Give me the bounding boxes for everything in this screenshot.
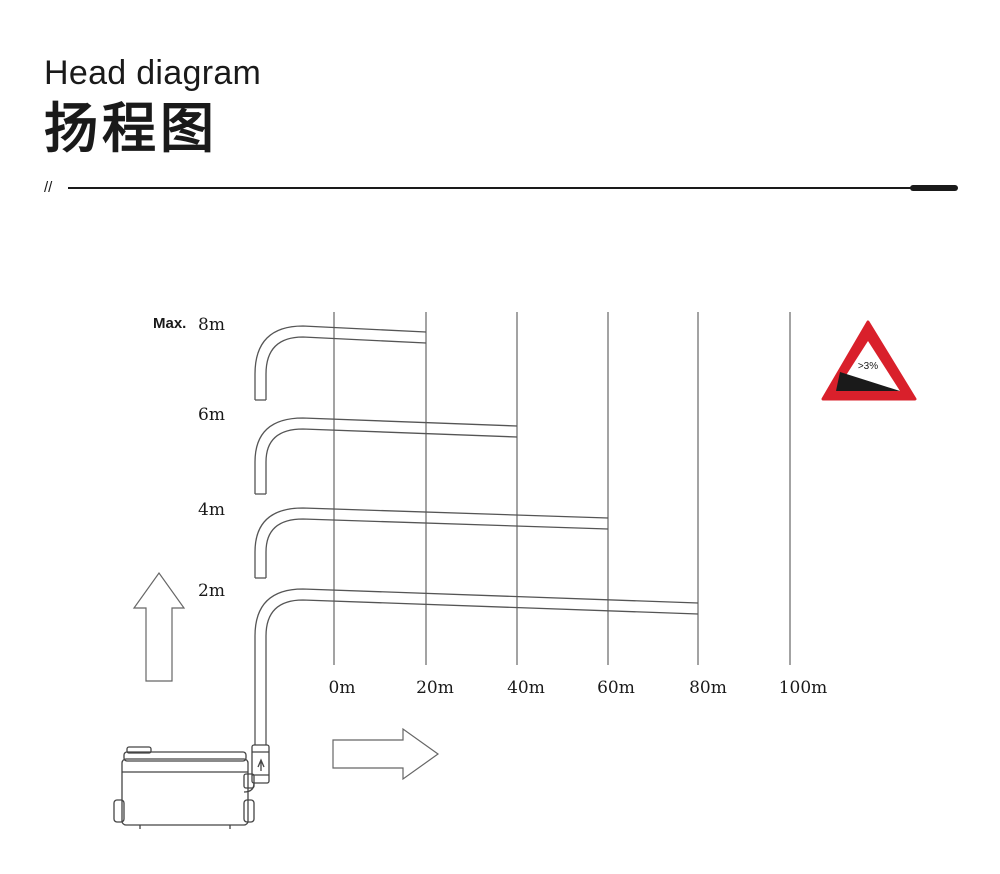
pipe-6m — [254, 417, 518, 495]
divider-mark: // — [44, 179, 53, 196]
divider-accent — [910, 185, 958, 191]
title-chinese: 扬程图 — [44, 97, 218, 160]
distance-label-20m: 20m — [416, 678, 454, 698]
pipe-2m — [254, 588, 699, 745]
distance-grid — [333, 312, 791, 665]
up-arrow-icon — [132, 571, 186, 682]
head-label-6m: 6m — [198, 405, 225, 425]
title-english: Head diagram — [44, 54, 262, 92]
divider-line — [68, 187, 913, 189]
distance-label-0m: 0m — [329, 678, 356, 698]
slope-percent-label: >3% — [858, 361, 878, 372]
head-label-4m: 4m — [198, 500, 225, 520]
pump-unit-icon — [113, 744, 270, 829]
pipe-4m — [254, 507, 609, 579]
slope-warning-icon: >3% — [821, 320, 917, 401]
distance-label-60m: 60m — [597, 678, 635, 698]
head-label-8m: 8m — [198, 315, 225, 335]
head-label-max-prefix: Max. — [153, 315, 186, 332]
distance-label-100m: 100m — [779, 678, 828, 698]
pipe-8m — [254, 325, 427, 401]
pipes — [254, 325, 699, 745]
right-arrow-icon — [332, 727, 440, 781]
distance-label-80m: 80m — [689, 678, 727, 698]
head-label-2m: 2m — [198, 581, 225, 601]
distance-label-40m: 40m — [507, 678, 545, 698]
